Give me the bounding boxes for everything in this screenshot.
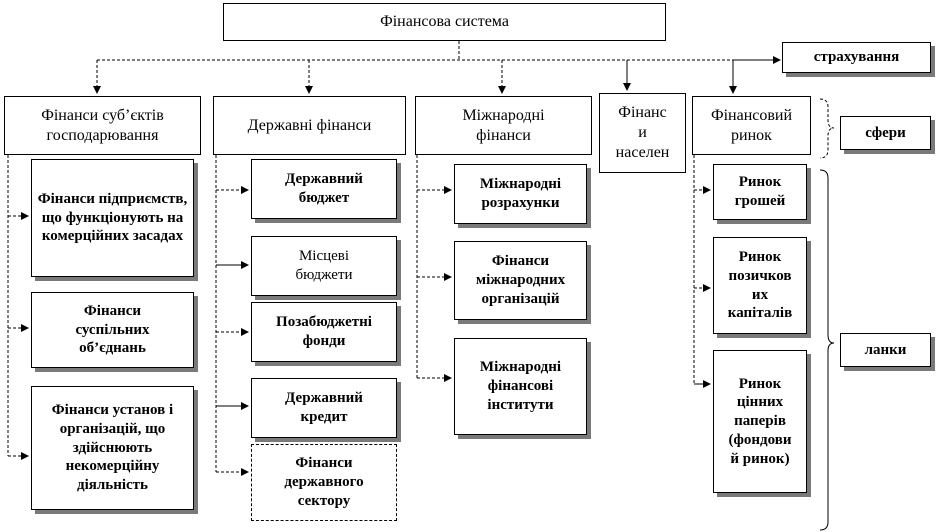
link-intl-organizations-label: Фінанси міжнародних організацій — [475, 253, 566, 307]
link-business-enterprises-label: Фінанси підприємств, що функціонують на … — [37, 190, 188, 245]
link-extrabudget-funds-label: Позабюджетні фонди — [276, 314, 372, 349]
link-securities-market-label: Ринок цінних паперів (фондови й ринок) — [728, 375, 792, 467]
link-public-sector-label: Фінанси державного сектору — [284, 455, 364, 509]
link-state-budget-label: Державний бюджет — [285, 171, 363, 206]
sphere-international-label: Міжнародні фінанси — [462, 106, 545, 144]
sphere-market: Фінансовий ринок — [692, 96, 811, 155]
link-state-credit: Державний кредит — [251, 378, 397, 438]
link-business-nonprofit-label: Фінанси установ і організацій, що здійсн… — [51, 402, 174, 494]
sphere-population-label: Фінанс и населен — [615, 104, 670, 161]
link-intl-settlements-label: Міжнародні розрахунки — [479, 176, 562, 211]
sphere-international: Міжнародні фінанси — [415, 96, 592, 155]
link-business-associations-label: Фінанси суспільних об’єднань — [75, 302, 150, 357]
insurance-label: страхування — [813, 49, 900, 66]
link-loan-capital-market-label: Ринок позичков их капіталів — [727, 249, 793, 322]
sphere-population: Фінанс и населен — [599, 93, 686, 173]
link-intl-organizations: Фінанси міжнародних організацій — [454, 241, 587, 320]
link-state-credit-label: Державний кредит — [285, 390, 363, 425]
link-intl-settlements: Міжнародні розрахунки — [454, 164, 587, 224]
link-state-budget: Державний бюджет — [251, 159, 397, 219]
links-label: ланки — [864, 341, 907, 358]
spheres-label-box: сфери — [840, 116, 931, 150]
link-money-market-label: Ринок грошей — [734, 174, 786, 209]
link-intl-institutions-label: Міжнародні фінансові інститути — [479, 359, 562, 413]
link-intl-institutions: Міжнародні фінансові інститути — [454, 338, 587, 435]
root-box: Фінансова система — [223, 3, 666, 41]
link-local-budgets: Місцеві бюджети — [251, 236, 397, 296]
sphere-business: Фінанси суб’єктів господарювання — [4, 96, 201, 155]
sphere-market-label: Фінансовий ринок — [710, 106, 793, 144]
link-money-market: Ринок грошей — [713, 164, 807, 220]
link-local-budgets-label: Місцеві бюджети — [295, 248, 353, 283]
link-business-nonprofit: Фінанси установ і організацій, що здійсн… — [31, 386, 194, 510]
spheres-label: сфери — [865, 124, 906, 141]
links-label-box: ланки — [840, 333, 931, 367]
insurance-box: страхування — [782, 42, 931, 73]
root-title: Фінансова система — [380, 13, 509, 30]
sphere-business-label: Фінанси суб’єктів господарювання — [41, 106, 164, 144]
link-loan-capital-market: Ринок позичков их капіталів — [713, 237, 807, 334]
link-business-enterprises: Фінанси підприємств, що функціонують на … — [31, 159, 194, 277]
sphere-state-label: Державні фінанси — [247, 116, 372, 134]
link-securities-market: Ринок цінних паперів (фондови й ринок) — [713, 350, 807, 493]
sphere-state: Державні фінанси — [213, 96, 406, 155]
link-business-associations: Фінанси суспільних об’єднань — [31, 292, 194, 368]
link-public-sector: Фінанси державного сектору — [251, 444, 397, 521]
link-extrabudget-funds: Позабюджетні фонди — [251, 302, 397, 362]
